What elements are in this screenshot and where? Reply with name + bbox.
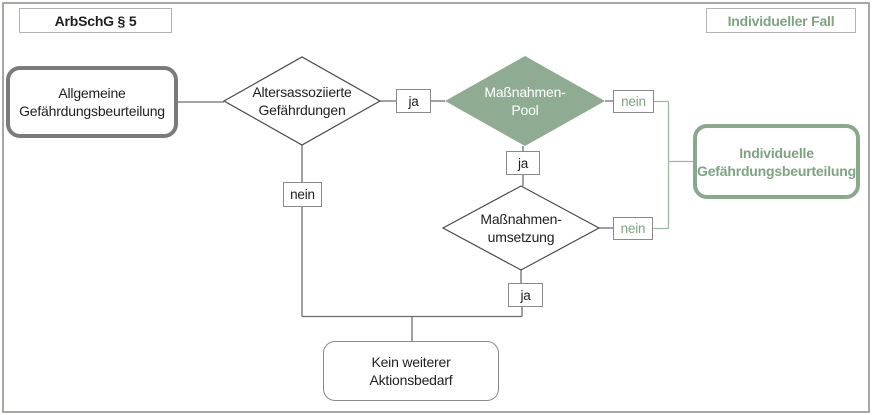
node-text-line: Allgemeine [58,85,126,101]
edge-label-nein-pool: nein [613,90,654,113]
edge-label-text: ja [520,287,531,303]
edge-label-ja-alters: ja [396,89,431,113]
decision-diamond-massnahmenumsetzung [441,185,601,271]
node-text-line: Kein weiterer [371,354,451,370]
node-text-line: Gefährdungsbeurteilung [19,103,165,119]
node-text-line: Individuelle [739,144,814,161]
edge-label-text: ja [408,93,419,109]
green-connectors [653,100,693,230]
node-allgemeine-gefaehrdungsbeurteilung: Allgemeine Gefährdungsbeurteilung [6,66,178,138]
label-individueller-fall: Individueller Fall [706,8,856,33]
edge-label-text: nein [621,94,646,109]
edge-label-ja-umsetzung: ja [508,283,543,307]
gray-connectors [178,100,613,341]
node-text-line: Gefährdungsbeurteilung [697,162,856,179]
edge-label-text: nein [620,221,646,236]
label-arbschg-text: ArbSchG § 5 [54,12,137,29]
edge-label-ja-pool: ja [506,151,540,175]
edge-label-text: nein [290,187,315,202]
edge-label-nein-umsetzung: nein [613,217,653,240]
decision-diamond-massnahmen-pool [445,56,605,146]
label-individueller-fall-text: Individueller Fall [727,12,835,29]
node-kein-weiterer-aktionsbedarf: Kein weiterer Aktionsbedarf [323,341,499,401]
decision-diamond-altersassoziierte [222,56,382,146]
node-individuelle-gefaehrdungsbeurteilung: Individuelle Gefährdungsbeurteilung [693,124,860,199]
edge-label-nein-alters: nein [283,182,322,207]
edge-label-text: ja [517,155,529,171]
node-text-line: Aktionsbedarf [369,372,453,388]
label-arbschg: ArbSchG § 5 [19,8,172,33]
